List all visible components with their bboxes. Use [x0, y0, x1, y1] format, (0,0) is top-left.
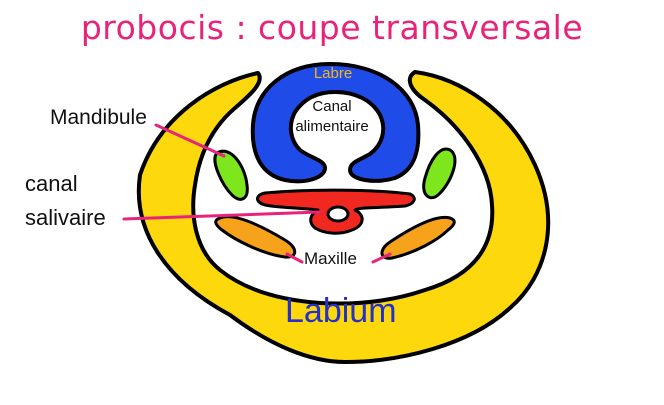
diagram-title: probocis : coupe transversale — [80, 8, 584, 47]
label-canal-alimentaire-line2: alimentaire — [295, 118, 369, 135]
mandibule-leader — [154, 123, 226, 158]
canal-salivaire-leader — [122, 210, 322, 221]
mandibule-left-shape — [213, 149, 249, 201]
canal-salivaire-lumen — [326, 205, 350, 223]
label-labre: Labre — [313, 65, 353, 82]
label-canal-alimentaire-line1: Canal — [312, 98, 352, 115]
labium-shape — [136, 70, 551, 364]
maxille-right-shape — [380, 215, 456, 260]
label-canal-salivaire-line1: canal — [25, 171, 78, 196]
label-labium: Labium — [285, 292, 397, 330]
maxille-left-shape — [214, 215, 297, 259]
label-mandibule: Mandibule — [50, 106, 147, 129]
mandibule-right-shape — [422, 147, 457, 200]
label-maxille: Maxille — [304, 249, 357, 268]
labre-shape — [250, 62, 421, 184]
label-canal-salivaire: canal salivaire — [25, 167, 106, 235]
label-canal-salivaire-line2: salivaire — [25, 205, 106, 230]
maxille-left-leader — [285, 252, 304, 264]
label-canal-alimentaire: Canal alimentaire — [282, 97, 382, 137]
maxille-right-leader — [371, 252, 392, 264]
